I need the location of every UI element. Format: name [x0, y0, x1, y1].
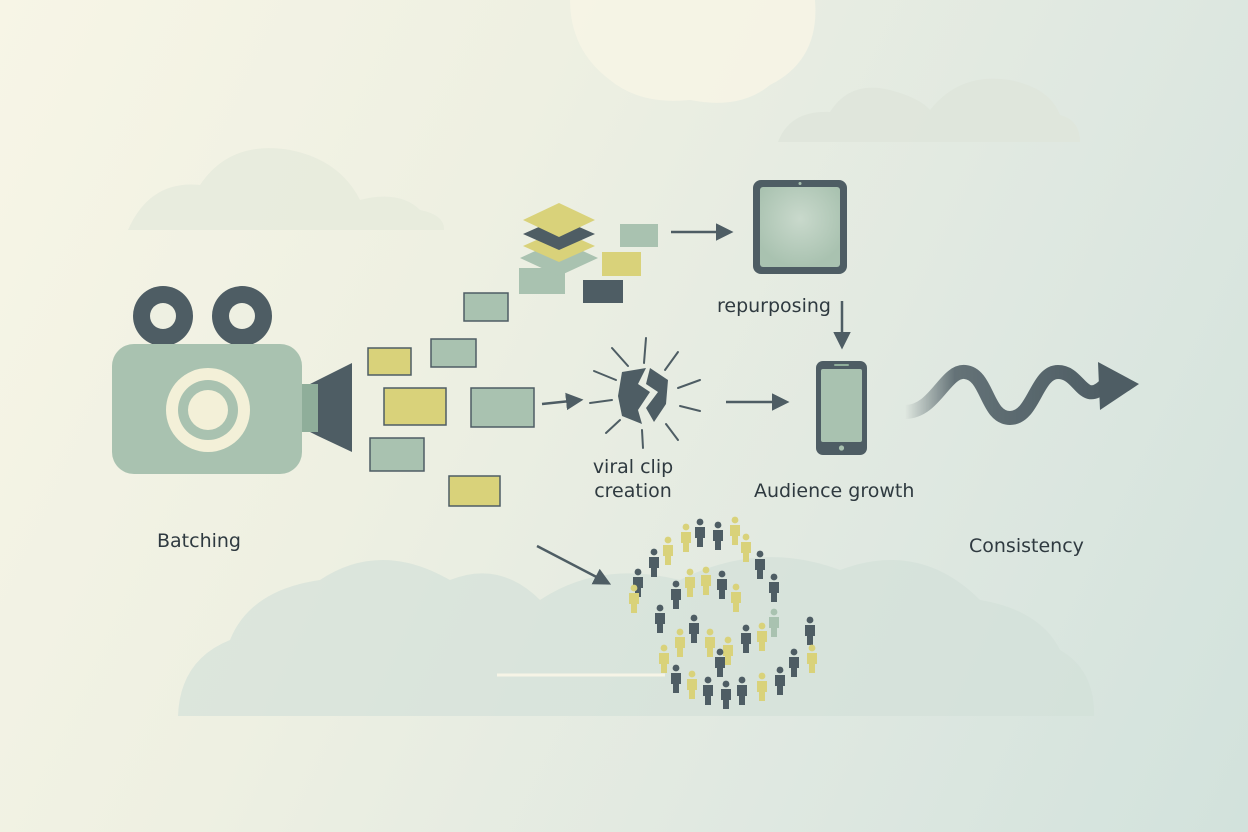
- person-figure: [789, 648, 799, 677]
- person-figure: [663, 536, 673, 565]
- person-figure: [737, 676, 747, 705]
- person-figure: [723, 636, 733, 665]
- person-figure: [681, 523, 691, 552]
- wave-arrow-icon: [898, 362, 1139, 426]
- person-figure: [805, 616, 815, 645]
- label-audience-growth: Audience growth: [754, 480, 915, 502]
- clip-card: [620, 224, 658, 247]
- person-figure: [703, 676, 713, 705]
- person-figure: [671, 580, 681, 609]
- person-figure: [757, 672, 767, 701]
- label-batching: Batching: [157, 530, 241, 552]
- person-figure: [769, 573, 779, 602]
- arrow-to-burst: [541, 392, 584, 411]
- person-figure: [701, 566, 711, 595]
- background-clouds: [128, 0, 1095, 716]
- clip-card: [602, 252, 641, 276]
- clip-card: [583, 280, 623, 303]
- label-viral-clip-line1: viral clip: [592, 456, 674, 478]
- person-figure: [671, 664, 681, 693]
- video-camera-icon: [112, 286, 352, 474]
- clip-card: [430, 338, 477, 368]
- person-figure: [721, 680, 731, 709]
- person-figure: [757, 622, 767, 651]
- clip-card: [369, 437, 425, 472]
- person-figure: [629, 584, 639, 613]
- layers-stack-icon: [520, 203, 598, 276]
- clip-card: [463, 292, 509, 322]
- person-figure: [741, 624, 751, 653]
- clip-card: [383, 387, 447, 426]
- person-figure: [655, 604, 665, 633]
- person-figure: [807, 644, 817, 673]
- broken-clip-burst-icon: [589, 337, 701, 449]
- person-figure: [755, 550, 765, 579]
- person-figure: [715, 648, 725, 677]
- person-figure: [675, 628, 685, 657]
- person-figure: [649, 548, 659, 577]
- people-crowd-icon: [629, 516, 817, 709]
- person-figure: [685, 568, 695, 597]
- tablet-icon: [753, 180, 847, 274]
- person-figure: [730, 516, 740, 545]
- label-repurposing: repurposing: [717, 295, 831, 317]
- person-figure: [713, 521, 723, 550]
- person-figure: [689, 614, 699, 643]
- person-figure: [705, 628, 715, 657]
- person-figure: [717, 570, 727, 599]
- person-figure: [769, 608, 779, 637]
- person-figure: [633, 568, 643, 597]
- clip-card: [448, 475, 501, 507]
- clip-card: [470, 387, 535, 428]
- person-figure: [695, 518, 705, 547]
- person-figure: [775, 666, 785, 695]
- person-figure: [741, 533, 751, 562]
- arrow-to-crowd: [536, 544, 612, 585]
- smartphone-icon: [816, 361, 867, 455]
- clip-card: [367, 347, 412, 376]
- person-figure: [659, 644, 669, 673]
- label-viral-clip-line2: creation: [594, 480, 672, 502]
- flow-arrows: [536, 223, 851, 585]
- person-figure: [731, 583, 741, 612]
- label-consistency: Consistency: [969, 535, 1084, 557]
- person-figure: [687, 670, 697, 699]
